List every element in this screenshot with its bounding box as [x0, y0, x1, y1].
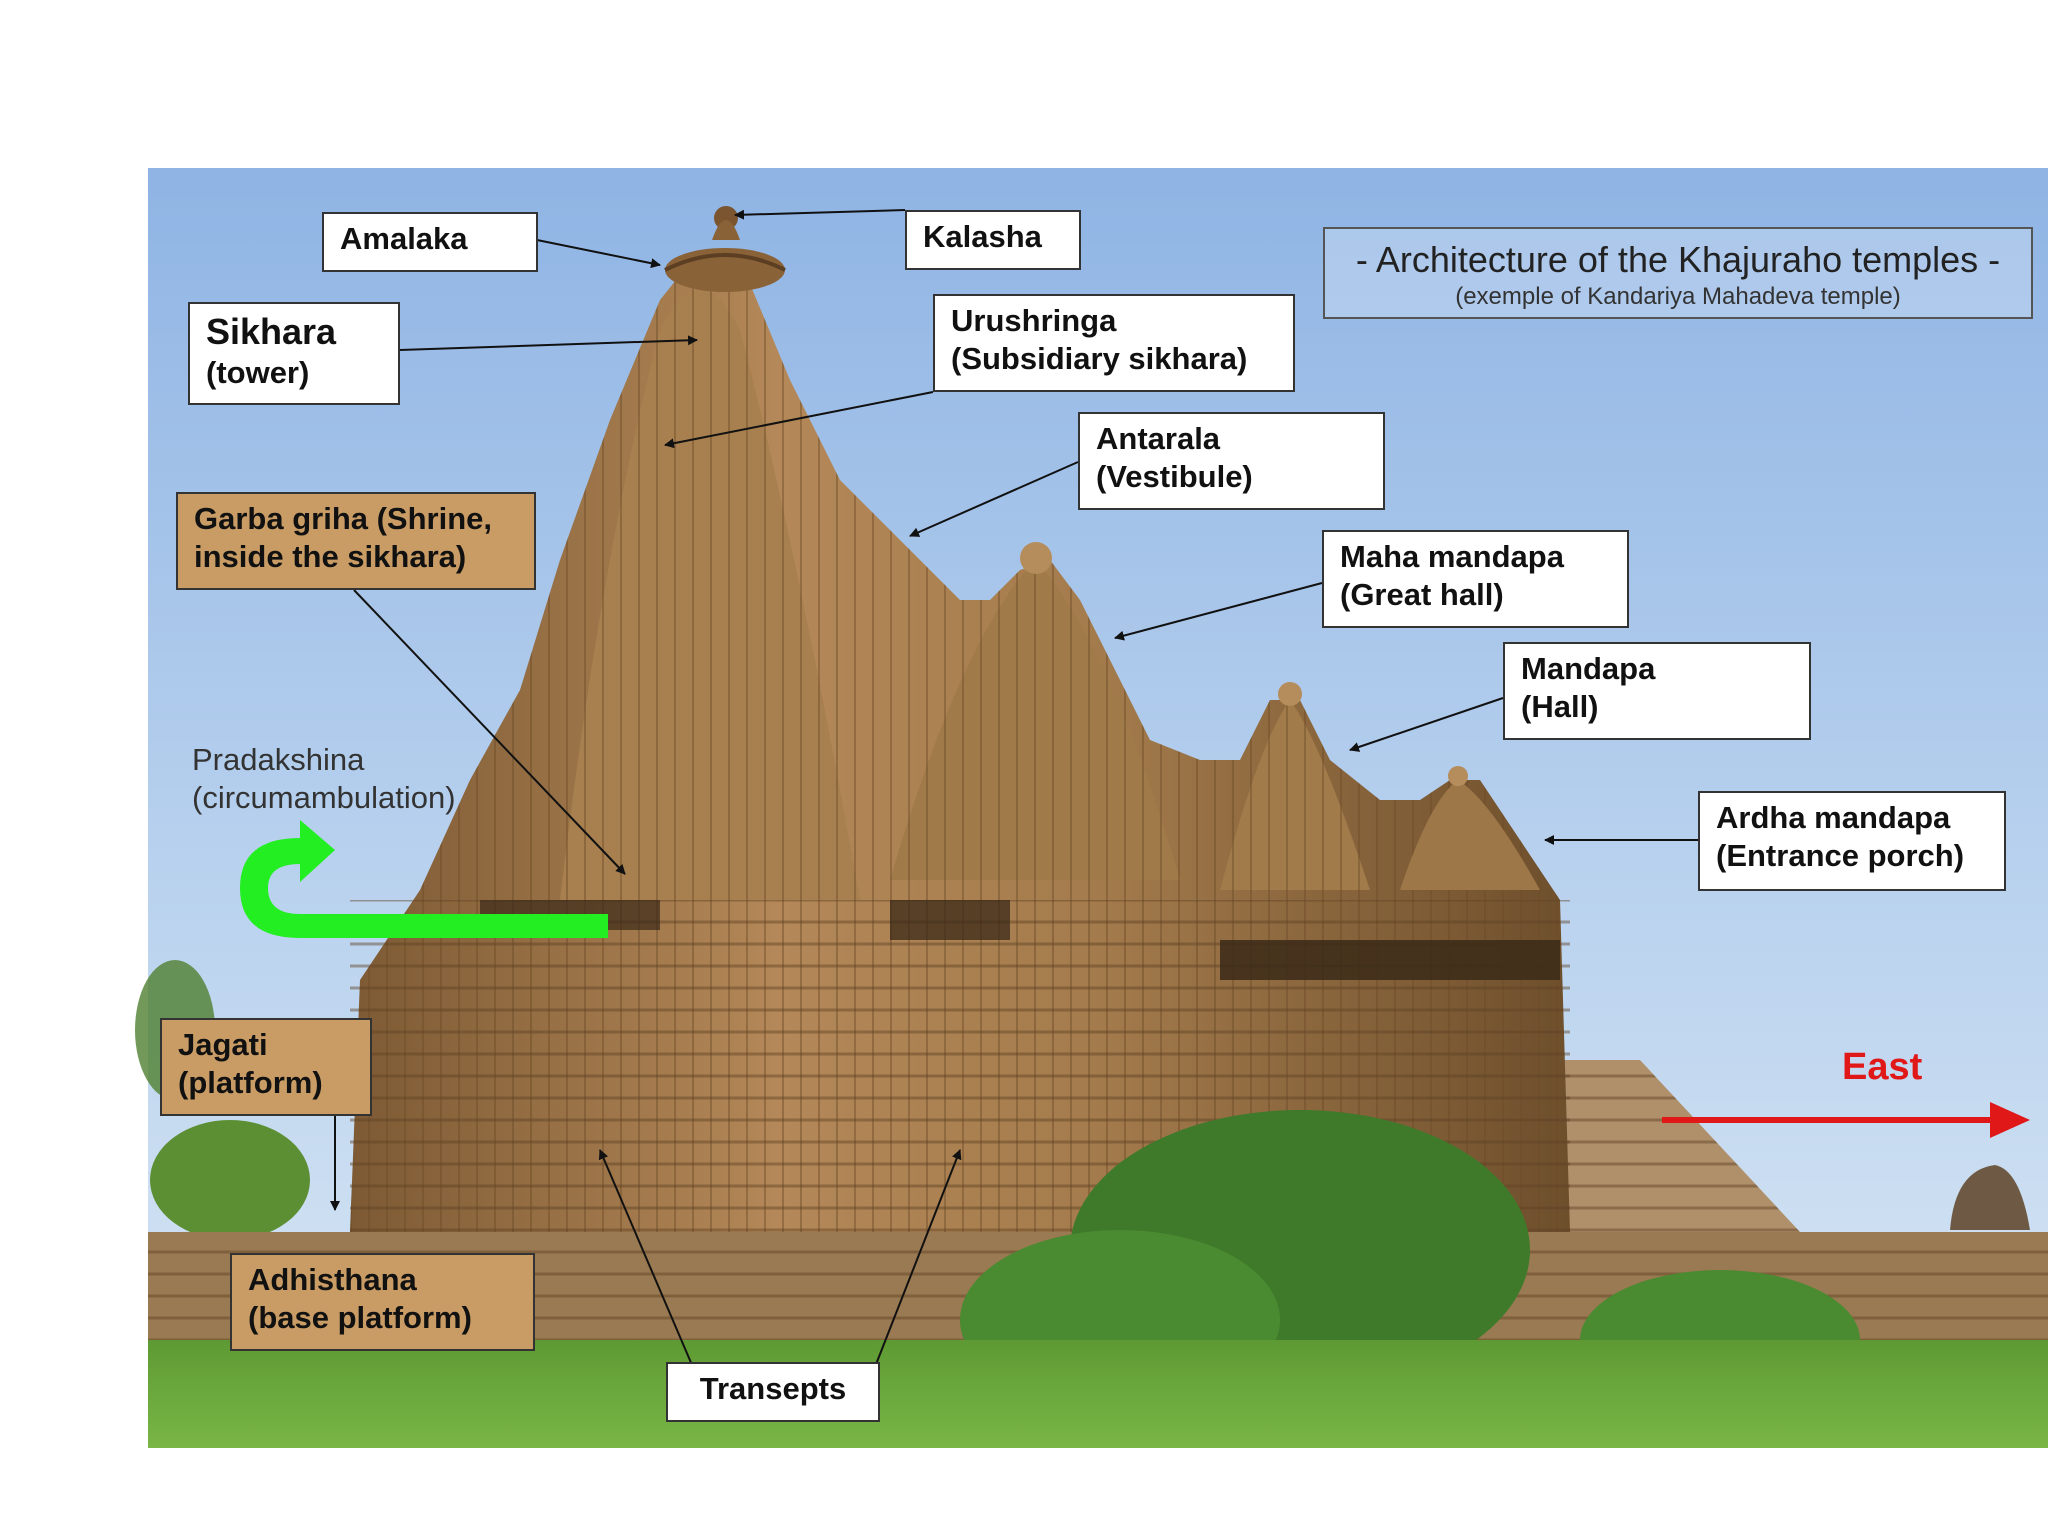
garba-griha-subtext: inside the sikhara)	[194, 539, 467, 574]
page-subtitle: (exemple of Kandariya Mahadeva temple)	[1455, 283, 1901, 310]
sikhara-subtext: (tower)	[206, 355, 310, 390]
east-label: East	[1842, 1046, 1923, 1088]
label-amalaka: Amalaka	[322, 212, 538, 272]
adhisthana-text: Adhisthana	[248, 1262, 417, 1297]
ardha-mandapa-text: Ardha mandapa	[1716, 800, 1951, 835]
label-adhisthana: Adhisthana (base platform)	[230, 1253, 535, 1351]
statue	[1950, 1165, 2030, 1230]
label-kalasha: Kalasha	[905, 210, 1081, 270]
antarala-subtext: (Vestibule)	[1096, 459, 1253, 494]
label-antarala: Antarala (Vestibule)	[1078, 412, 1385, 510]
pradakshina-text: Pradakshina	[192, 742, 365, 777]
mandapa-subtext: (Hall)	[1521, 689, 1599, 724]
sikhara-text: Sikhara	[206, 311, 337, 352]
urushringa-text: Urushringa	[951, 303, 1117, 338]
garba-griha-text: Garba griha (Shrine,	[194, 501, 493, 536]
ardha-mandapa-subtext: (Entrance porch)	[1716, 838, 1965, 873]
label-pradakshina: Pradakshina (circumambulation)	[192, 741, 456, 817]
label-maha-mandapa: Maha mandapa (Great hall)	[1322, 530, 1629, 628]
maha-mandapa-subtext: (Great hall)	[1340, 577, 1504, 612]
label-jagati: Jagati (platform)	[160, 1018, 372, 1116]
label-urushringa: Urushringa (Subsidiary sikhara)	[933, 294, 1295, 392]
label-ardha-mandapa: Ardha mandapa (Entrance porch)	[1698, 791, 2006, 891]
jagati-text: Jagati	[178, 1027, 268, 1062]
leader-lines	[330, 209, 1698, 1373]
antarala-text: Antarala	[1096, 421, 1221, 456]
grass	[148, 1340, 2048, 1448]
label-mandapa: Mandapa (Hall)	[1503, 642, 1811, 740]
urushringa-subtext: (Subsidiary sikhara)	[951, 341, 1248, 376]
mandapa-text: Mandapa	[1521, 651, 1656, 686]
jagati-subtext: (platform)	[178, 1065, 323, 1100]
title-box: - Architecture of the Khajuraho temples …	[1323, 227, 2033, 319]
maha-mandapa-text: Maha mandapa	[1340, 539, 1564, 574]
transepts-text: Transepts	[699, 1371, 847, 1406]
amalaka-text: Amalaka	[340, 221, 468, 256]
pradakshina-subtext: (circumambulation)	[192, 780, 456, 815]
kalasha-text: Kalasha	[923, 219, 1042, 254]
label-sikhara: Sikhara (tower)	[188, 302, 400, 405]
page-title: - Architecture of the Khajuraho temples …	[1355, 239, 2001, 280]
adhisthana-subtext: (base platform)	[248, 1300, 472, 1335]
circumambulation-arrow	[240, 820, 608, 938]
ardha-mandapa-dome	[1400, 780, 1540, 890]
label-garba-griha: Garba griha (Shrine, inside the sikhara)	[176, 492, 536, 590]
label-transepts: Transepts	[666, 1362, 880, 1422]
